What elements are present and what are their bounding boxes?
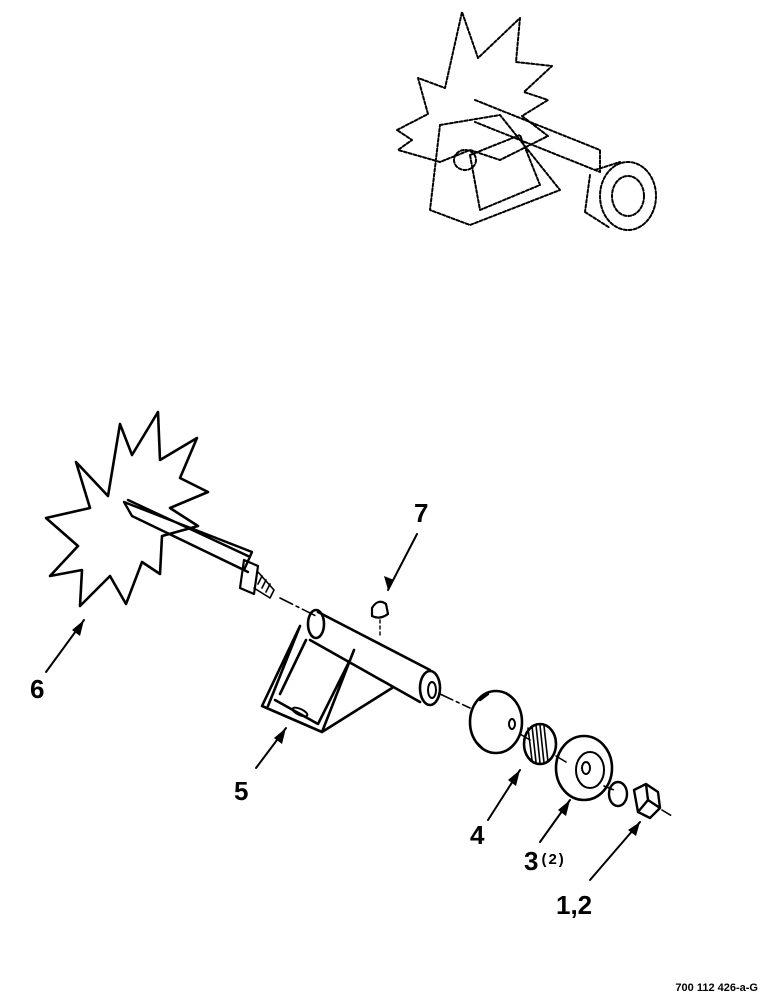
shaft-collar	[238, 558, 260, 596]
arrow-7	[384, 576, 394, 590]
leader-lines	[45, 533, 641, 881]
star-wheel-6	[44, 410, 210, 608]
bearing-4	[522, 722, 558, 766]
leader-arrowheads	[72, 576, 640, 836]
arrow-3	[558, 800, 570, 816]
arrow-5	[274, 728, 286, 744]
shaft-thread	[253, 571, 275, 599]
roller-cap-a-side	[474, 692, 490, 750]
roller-cap-a	[468, 689, 524, 755]
roller-cap-b-hole	[581, 761, 591, 775]
callout-1-2: 1,2	[556, 890, 593, 920]
roller-cap-b-inner	[575, 751, 605, 789]
bearing-knurl	[527, 724, 549, 764]
callout-5: 5	[234, 776, 249, 806]
arrow-1-2	[628, 822, 640, 836]
nut-2	[632, 782, 662, 820]
bracket-plate	[260, 624, 394, 734]
bracket-slot	[291, 706, 309, 718]
assembled-bracket	[429, 114, 561, 226]
roller-cap-a-hole	[508, 718, 516, 730]
callout-3: 3(2)	[524, 848, 566, 874]
washer-1	[607, 780, 629, 808]
arrow-4	[508, 770, 520, 786]
assembled-roller-body	[584, 161, 621, 229]
callout-4: 4	[470, 820, 485, 850]
tube-bore	[427, 681, 437, 699]
nut-centerline	[603, 785, 673, 817]
assembled-view	[396, 11, 657, 231]
arrow-6	[72, 620, 84, 636]
bracket-tube	[308, 610, 432, 704]
tube-right-end	[418, 669, 442, 707]
callout-3-quantity: (2)	[541, 851, 566, 868]
assembled-shaft	[474, 99, 601, 173]
assembled-star-wheel	[396, 11, 553, 163]
tube-centerline	[439, 693, 471, 709]
grease-fitting-7	[370, 600, 390, 619]
roller-cap-b	[554, 734, 614, 802]
assembled-roller-inner	[611, 175, 645, 217]
assembled-roller	[599, 161, 657, 231]
tube-left-end	[306, 608, 326, 640]
figure-code: 700 112 426-a-G	[675, 982, 758, 994]
callout-3-number: 3	[524, 846, 539, 876]
assembled-bolt-head	[453, 149, 477, 171]
callout-6: 6	[30, 674, 45, 704]
shaft	[122, 498, 254, 574]
callout-7: 7	[414, 498, 429, 528]
